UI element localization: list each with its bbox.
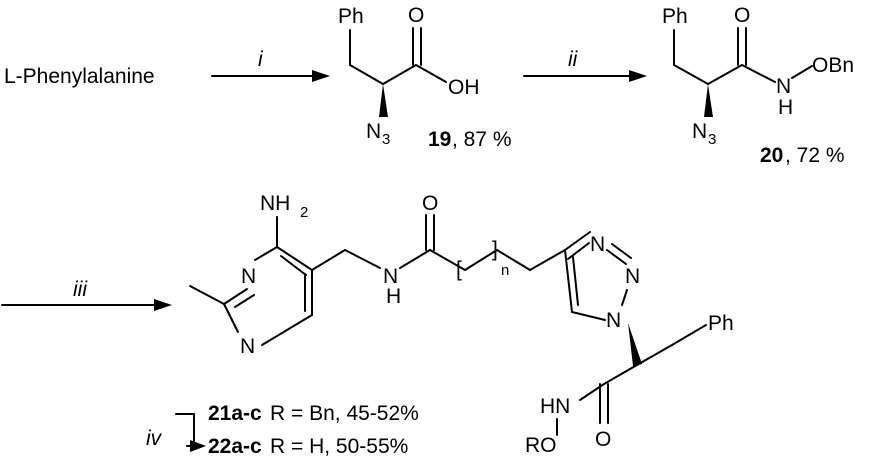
atom-hn: HN bbox=[540, 395, 570, 418]
atom-carbonyl-o: O bbox=[734, 4, 750, 27]
step-ii-label: ii bbox=[568, 48, 579, 71]
atom-n: N bbox=[240, 335, 255, 358]
atom-h: H bbox=[778, 96, 793, 119]
compound-22-id: 22a-c bbox=[208, 435, 262, 458]
atom-carbonyl-o: O bbox=[408, 4, 424, 27]
atom-nh2: NH bbox=[260, 192, 290, 215]
atom-amide-o: O bbox=[422, 192, 438, 215]
arrow-step-i bbox=[211, 70, 330, 82]
arrow-step-ii bbox=[523, 70, 647, 82]
atom-n3: N bbox=[366, 120, 381, 143]
atom-obn: OBn bbox=[812, 54, 854, 77]
chain-index-n: n bbox=[501, 262, 509, 279]
compound-20-yield: , 72 % bbox=[785, 144, 845, 167]
product-captions: 21a-c R = Bn, 45-52% 22a-c R = H, 50-55% bbox=[208, 402, 419, 458]
compound-20-caption: 20 , 72 % bbox=[760, 144, 845, 167]
step-i-label: i bbox=[258, 48, 264, 71]
arrow-step-iii bbox=[1, 299, 172, 311]
atom-ph: Ph bbox=[708, 312, 734, 335]
product-structure: NH 2 N N N H O [ ] n bbox=[189, 192, 734, 457]
atom-n: N bbox=[606, 309, 621, 332]
atom-n3-sub: 3 bbox=[708, 131, 716, 148]
arrow-step-iv bbox=[175, 413, 206, 452]
atom-ph: Ph bbox=[338, 5, 364, 28]
atom-hydroxamate-o: O bbox=[595, 428, 611, 451]
atom-n: N bbox=[383, 265, 398, 288]
compound-21-desc: R = Bn, 45-52% bbox=[270, 402, 419, 425]
compound-19-id: 19 bbox=[428, 128, 451, 151]
atom-n3-sub: 3 bbox=[382, 131, 390, 148]
atom-h: H bbox=[386, 285, 401, 308]
atom-n3: N bbox=[692, 120, 707, 143]
atom-n: N bbox=[241, 265, 256, 288]
compound-20-id: 20 bbox=[760, 144, 783, 167]
bracket-open: [ bbox=[456, 258, 462, 281]
step-iii-label: iii bbox=[73, 278, 88, 301]
atom-oh: OH bbox=[448, 76, 480, 99]
compound-21-id: 21a-c bbox=[208, 402, 262, 425]
compound-19-caption: 19 , 87 % bbox=[428, 128, 512, 151]
step-iv-label: iv bbox=[146, 427, 163, 450]
atom-n: N bbox=[625, 265, 640, 288]
compound-19-structure: Ph N 3 O OH bbox=[338, 4, 480, 148]
compound-22-desc: R = H, 50-55% bbox=[270, 435, 408, 458]
compound-19-yield: , 87 % bbox=[452, 128, 512, 151]
atom-nh2-sub: 2 bbox=[300, 204, 308, 221]
atom-n: N bbox=[776, 75, 791, 98]
bracket-close: ] bbox=[492, 238, 498, 261]
compound-20-structure: Ph N 3 O N H OBn bbox=[662, 4, 854, 148]
atom-n: N bbox=[590, 233, 605, 256]
start-material-label: L-Phenylalanine bbox=[4, 65, 155, 88]
atom-ro: RO bbox=[525, 434, 557, 457]
atom-ph: Ph bbox=[662, 5, 688, 28]
